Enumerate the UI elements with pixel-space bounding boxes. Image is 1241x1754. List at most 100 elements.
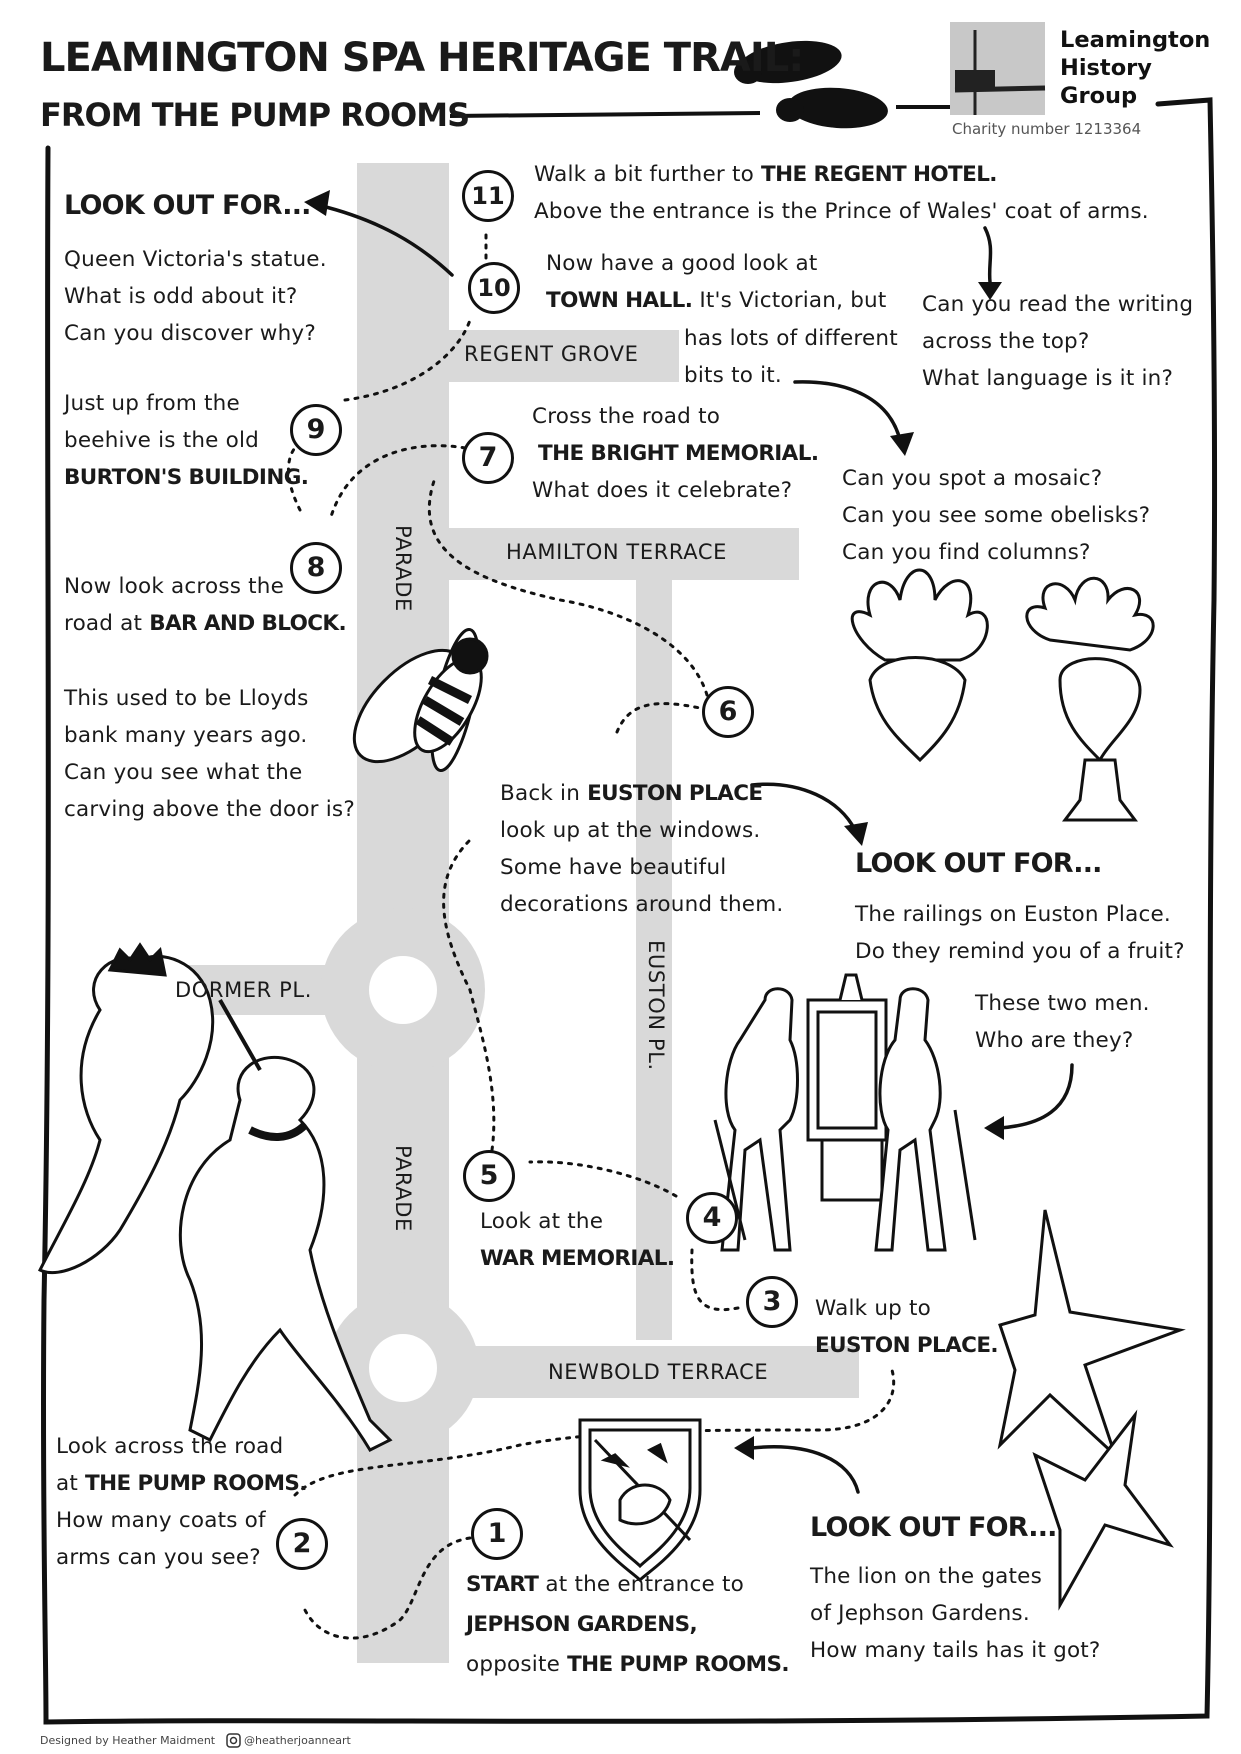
anthemion-icon: [850, 568, 1155, 822]
regent-q-l1: Can you read the writing: [922, 292, 1194, 317]
stop-8-l3: This used to be Lloyds: [64, 686, 309, 711]
lookout-1-l3: Can you discover why?: [64, 321, 316, 346]
stop-9-text: Just up from the beehive is the old BURT…: [64, 385, 309, 496]
lookout-2-l2: Do they remind you of a fruit?: [855, 939, 1185, 964]
stop-3-l1: Walk up to: [815, 1296, 932, 1321]
stop-11-text: Walk a bit further to THE REGENT HOTEL. …: [534, 156, 1149, 230]
road-regent-grove: [449, 330, 679, 382]
lookout-1-l2: What is odd about it?: [64, 284, 298, 309]
road-label-regent-grove: REGENT GROVE: [464, 342, 639, 366]
stop-11-l2: Above the entrance is the Prince of Wale…: [534, 199, 1149, 224]
lookout-title-2: LOOK OUT FOR...: [855, 848, 1102, 879]
stop-10-l2b: It's Victorian, but: [692, 288, 887, 313]
road-hamilton-terrace: [449, 528, 799, 580]
logo-text: Leamington History Group: [1060, 26, 1210, 110]
stop-2-l2b: THE PUMP ROOMS.: [85, 1471, 307, 1496]
instagram-handle[interactable]: @heatherjoanneart: [244, 1734, 351, 1747]
stop-10-l3: has lots of different: [684, 326, 898, 351]
stop-6-l1a: Back in: [500, 781, 588, 806]
stop-8-l2a: road at: [64, 611, 150, 636]
trail-route: [286, 230, 896, 1640]
soldiers-icon: [713, 973, 977, 1252]
stop-10-l1: Now have a good look at: [546, 251, 818, 276]
regent-question-text: Can you read the writing across the top?…: [922, 286, 1193, 397]
stop-6-l2: look up at the windows.: [500, 818, 761, 843]
men-question-text: These two men. Who are they?: [975, 985, 1150, 1059]
page-subtitle: FROM THE PUMP ROOMS: [40, 96, 470, 134]
stop-marker-2: 2: [276, 1518, 328, 1570]
townhall-q-l3: Can you find columns?: [842, 540, 1091, 565]
stop-8-l1: Now look across the: [64, 574, 285, 599]
townhall-q-l2: Can you see some obelisks?: [842, 503, 1151, 528]
lookout-2-l1: The railings on Euston Place.: [855, 902, 1171, 927]
lookout-title-1: LOOK OUT FOR...: [64, 190, 311, 221]
stop-marker-9: 9: [290, 404, 342, 456]
stop-9-l2: beehive is the old: [64, 428, 259, 453]
stop-5-l1: Look at the: [480, 1209, 604, 1234]
townhall-q-l1: Can you spot a mosaic?: [842, 466, 1103, 491]
lookout-3-l3: How many tails has it got?: [810, 1638, 1101, 1663]
stop-3-l2: EUSTON PLACE.: [815, 1333, 999, 1358]
stop-1-text: START at the entrance to JEPHSON GARDENS…: [466, 1565, 790, 1685]
instagram-icon: [226, 1733, 241, 1748]
stop-marker-3: 3: [746, 1276, 798, 1328]
stop-9-l3: BURTON'S BUILDING.: [64, 465, 309, 490]
stop-10-l4: bits to it.: [684, 363, 782, 388]
stop-2-l1: Look across the road: [56, 1434, 284, 1459]
stop-7-l3: What does it celebrate?: [532, 478, 793, 503]
lookout-3-l1: The lion on the gates: [810, 1564, 1042, 1589]
stop-marker-7: 7: [462, 432, 514, 484]
lookout-3-l2: of Jephson Gardens.: [810, 1601, 1030, 1626]
stop-9-l1: Just up from the: [64, 391, 240, 416]
stop-marker-8: 8: [290, 542, 342, 594]
men-q-l1: These two men.: [975, 991, 1150, 1016]
stop-8-text-b: This used to be Lloyds bank many years a…: [64, 680, 355, 828]
lookout-1-l1: Queen Victoria's statue.: [64, 247, 327, 272]
lookout-2-text: The railings on Euston Place. Do they re…: [855, 896, 1185, 970]
stop-marker-4: 4: [686, 1192, 738, 1244]
charity-number: Charity number 1213364: [952, 120, 1142, 138]
stop-10-l2a: TOWN HALL.: [546, 288, 693, 313]
stop-2-text: Look across the road at THE PUMP ROOMS. …: [56, 1428, 307, 1576]
stop-1-start: START: [466, 1572, 539, 1597]
header-line: [449, 111, 761, 118]
road-label-newbold-terrace: NEWBOLD TERRACE: [548, 1360, 769, 1384]
logo-image-icon: [950, 22, 1046, 115]
stop-2-l3: How many coats of: [56, 1508, 266, 1533]
stop-6-l4: decorations around them.: [500, 892, 784, 917]
lookout-title-3: LOOK OUT FOR...: [810, 1512, 1057, 1543]
stop-marker-1: 1: [471, 1508, 523, 1560]
stop-11-l1b: THE REGENT HOTEL.: [761, 162, 997, 187]
road-euston-place: [636, 580, 672, 1340]
logo-line-3: Group: [1060, 83, 1138, 109]
coat-of-arms-icon: [578, 1418, 702, 1583]
stop-marker-11: 11: [462, 170, 514, 222]
road-label-dormer-pl: DORMER PL.: [175, 978, 312, 1002]
stop-10-text: Now have a good look at TOWN HALL. It's …: [546, 245, 887, 319]
road-label-hamilton-terrace: HAMILTON TERRACE: [506, 540, 727, 564]
stop-1-l2: JEPHSON GARDENS,: [466, 1612, 698, 1637]
road-label-parade-top: PARADE: [391, 525, 415, 612]
stop-7-text: Cross the road to THE BRIGHT MEMORIAL. W…: [532, 398, 819, 509]
stop-7-l2: THE BRIGHT MEMORIAL.: [538, 441, 819, 466]
stop-11-l1a: Walk a bit further to: [534, 162, 762, 187]
footprints-icon: [734, 40, 888, 129]
stop-1-l1: at the entrance to: [538, 1572, 744, 1597]
stop-10-text-b: has lots of different bits to it.: [684, 320, 898, 394]
stop-1-l3a: opposite: [466, 1652, 568, 1677]
lion-unicorn-icon: [37, 942, 393, 1452]
stop-8-l5: Can you see what the: [64, 760, 303, 785]
stop-3-text: Walk up to EUSTON PLACE.: [815, 1290, 999, 1364]
page-border: [40, 97, 1218, 1725]
men-q-l2: Who are they?: [975, 1028, 1134, 1053]
arrows: [316, 203, 1074, 1494]
stop-7-l1: Cross the road to: [532, 404, 721, 429]
road-label-euston-pl: EUSTON PL.: [644, 940, 668, 1071]
stop-2-l4: arms can you see?: [56, 1545, 261, 1570]
stop-8-l2b: BAR AND BLOCK.: [149, 611, 347, 636]
designer-credit: Designed by Heather Maidment: [40, 1734, 216, 1747]
logo-line-1: Leamington: [1060, 27, 1211, 53]
stop-8-text: Now look across the road at BAR AND BLOC…: [64, 568, 347, 642]
stop-marker-10: 10: [468, 262, 520, 314]
